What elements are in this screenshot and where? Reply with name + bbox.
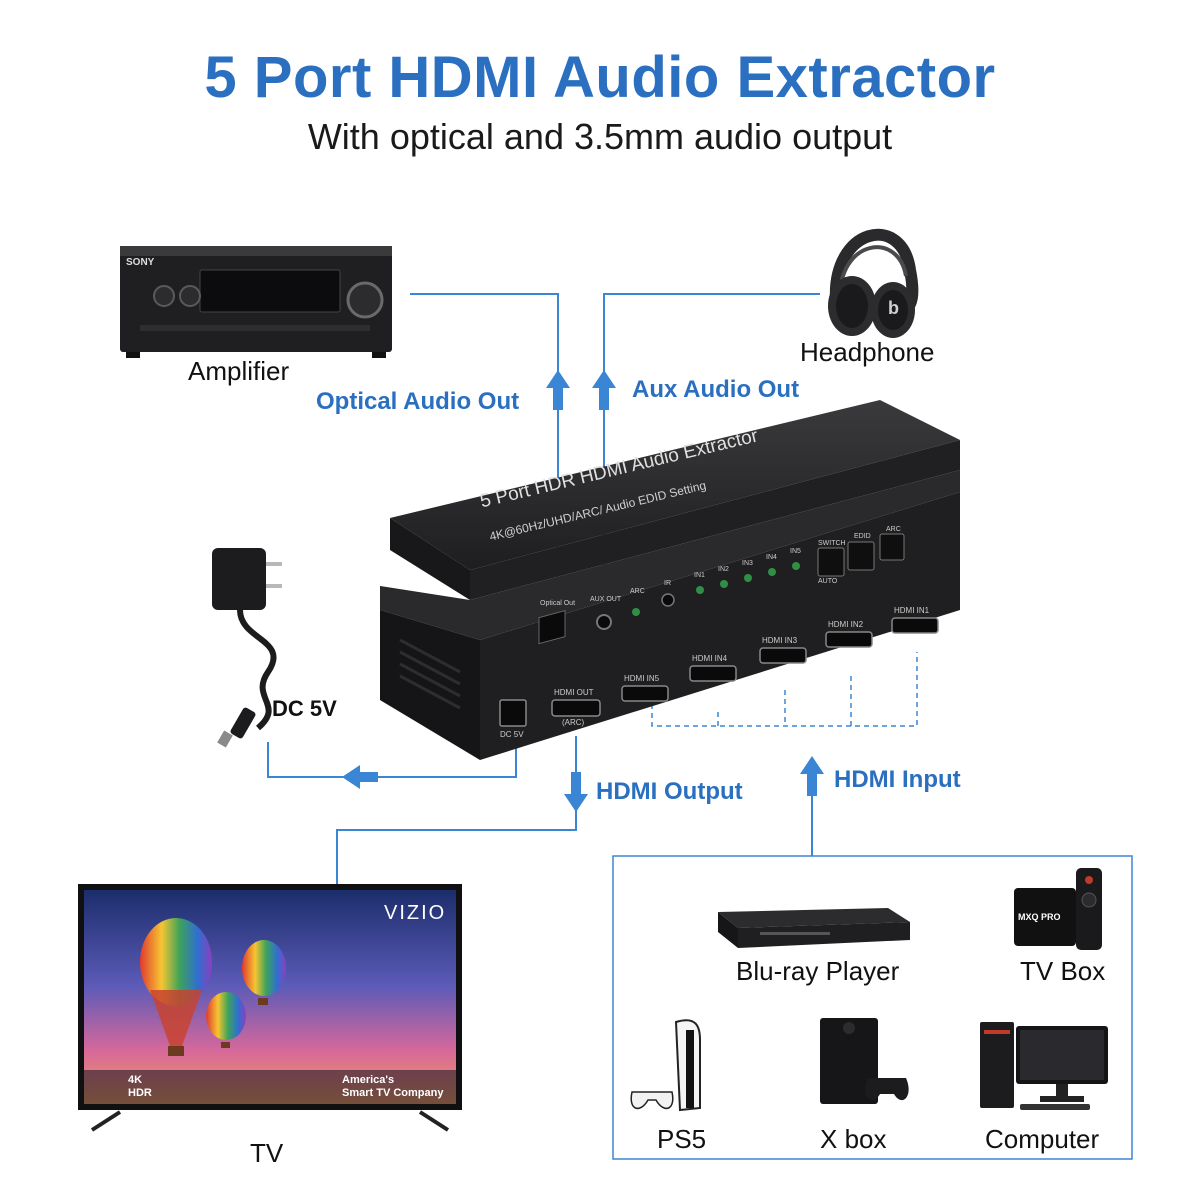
xbox-label: X box	[820, 1124, 887, 1154]
port-hdmi-in4: HDMI IN4	[692, 654, 728, 663]
hdmi-in-dashed-bus	[651, 652, 918, 727]
bluray-player-icon	[718, 908, 910, 948]
port-hdmi-in5: HDMI IN5	[624, 674, 660, 683]
indicator-in3: IN3	[742, 560, 753, 567]
tv-brand: VIZIO	[384, 902, 447, 924]
port-hdmi-in3: HDMI IN3	[762, 636, 798, 645]
page-title: 5 Port HDMI Audio Extractor	[204, 45, 996, 110]
hdmi-out-line	[336, 736, 577, 884]
port-dc-5v: DC 5V	[500, 730, 524, 739]
amplifier-label: Amplifier	[188, 356, 290, 386]
edid-switch-label: EDID	[854, 533, 871, 540]
tv-slogan-line-2: Smart TV Company	[342, 1087, 444, 1099]
dc-arrow-icon	[342, 765, 378, 789]
indicator-optical-out: Optical Out	[540, 600, 576, 607]
switch-button-label: SWITCH	[818, 540, 846, 547]
port-hdmi-in1: HDMI IN1	[894, 606, 930, 615]
headphone-brand: b	[888, 298, 899, 318]
indicator-in2: IN2	[718, 566, 729, 573]
indicator-ir: IR	[664, 580, 671, 587]
arc-button-label: ARC	[886, 526, 901, 533]
optical-out-label: Optical Audio Out	[316, 388, 520, 415]
indicator-aux-out: AUX OUT	[590, 596, 622, 603]
aux-arrow-icon	[592, 370, 616, 410]
port-hdmi-in2: HDMI IN2	[828, 620, 864, 629]
indicator-in5: IN5	[790, 548, 801, 555]
indicator-in4: IN4	[766, 554, 777, 561]
extractor-ports	[499, 617, 939, 727]
port-hdmi-out: HDMI OUT	[554, 688, 594, 697]
computer-label: Computer	[985, 1124, 1100, 1154]
hdmi-output-label: HDMI Output	[596, 778, 743, 805]
headphone-icon	[828, 228, 919, 338]
hdmi-in-dashed-drops	[717, 676, 852, 726]
dc-label: DC 5V	[272, 696, 337, 721]
extractor-front-panel	[538, 533, 905, 645]
tv-badge-hdr: HDR	[128, 1087, 152, 1099]
indicator-in1: IN1	[694, 572, 705, 579]
computer-icon	[980, 1022, 1108, 1110]
tv-label: TV	[250, 1138, 284, 1168]
tv-box-icon	[1014, 868, 1102, 950]
tv-box-brand: MXQ PRO	[1018, 912, 1061, 922]
tv-icon	[78, 884, 462, 1132]
extractor-top-unit	[390, 400, 960, 600]
page-subtitle: With optical and 3.5mm audio output	[307, 116, 893, 157]
ps5-label: PS5	[657, 1124, 707, 1154]
sources-frame	[612, 855, 1133, 1160]
tv-box-label: TV Box	[1020, 956, 1106, 986]
xbox-icon	[820, 1018, 909, 1104]
bluray-label: Blu-ray Player	[736, 956, 900, 986]
amplifier-brand: SONY	[126, 257, 155, 268]
tv-slogan-line-1: America's	[342, 1074, 395, 1086]
hdmi-input-label: HDMI Input	[834, 766, 961, 793]
hdmi-in-arrow-icon	[800, 756, 824, 796]
port-arc-note: (ARC)	[562, 718, 585, 727]
aux-out-label: Aux Audio Out	[632, 376, 800, 403]
indicator-arc: ARC	[630, 588, 645, 595]
optical-arrow-icon	[546, 370, 570, 410]
headphone-label: Headphone	[800, 337, 935, 367]
auto-label: AUTO	[818, 578, 838, 585]
ps5-icon	[630, 1019, 701, 1112]
hdmi-out-arrow-icon	[564, 772, 588, 812]
dc-line	[267, 740, 517, 778]
amplifier-icon	[120, 246, 392, 358]
power-adapter-icon	[212, 548, 282, 748]
tv-badge-4k: 4K	[128, 1074, 143, 1086]
